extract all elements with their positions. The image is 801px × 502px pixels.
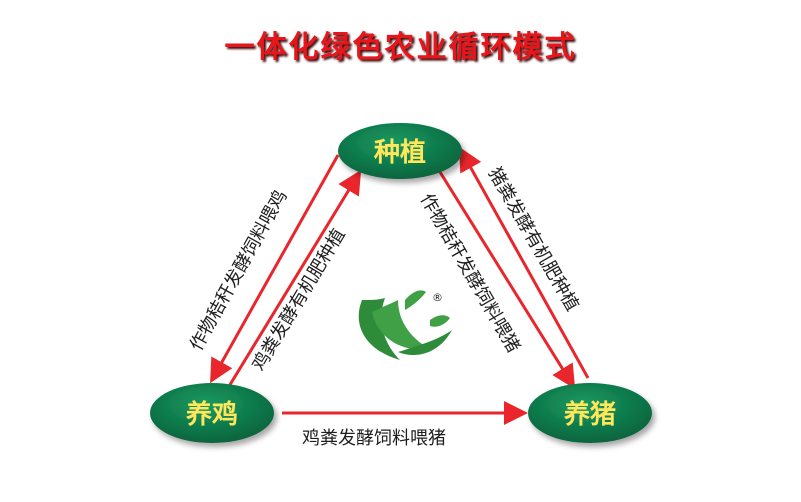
label-chicken-to-pig: 鸡粪发酵饲料喂猪 xyxy=(302,428,446,449)
leaf-logo-icon: ® xyxy=(358,290,452,360)
node-chicken-label: 养鸡 xyxy=(185,399,238,430)
arrow-chicken-to-planting xyxy=(226,169,362,389)
arrows xyxy=(210,146,590,425)
node-planting-label: 种植 xyxy=(374,138,426,168)
node-chicken: 养鸡 xyxy=(150,383,274,443)
node-pig: 养猪 xyxy=(528,383,652,443)
node-planting: 种植 xyxy=(338,123,462,179)
diagram-title: 一体化绿色农业循环模式 xyxy=(224,30,577,65)
registered-mark: ® xyxy=(432,291,443,304)
arrow-pig-to-planting xyxy=(459,146,590,379)
node-pig-label: 养猪 xyxy=(563,399,616,430)
arrow-planting-to-pig xyxy=(438,171,576,390)
arrow-planting-to-chicken xyxy=(210,154,340,384)
label-pig-to-planting: 猪粪发酵有机肥种植 xyxy=(484,164,583,315)
